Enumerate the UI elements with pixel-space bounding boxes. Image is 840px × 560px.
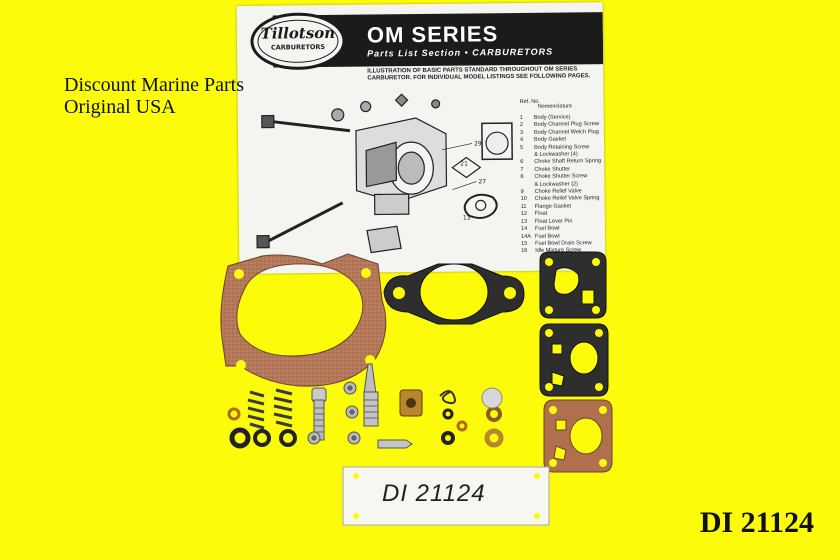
svg-text:13: 13	[463, 214, 471, 221]
product-code: DI 21124	[699, 506, 814, 539]
bowl-gasket	[220, 253, 387, 387]
svg-text:21: 21	[460, 161, 468, 168]
spring-right	[273, 388, 293, 428]
tillotson-logo: Tillotson CARBURETORS	[250, 12, 346, 70]
svg-text:29: 29	[474, 140, 482, 147]
needle-seat	[399, 389, 423, 417]
seller-name: Discount Marine Parts	[64, 74, 244, 96]
pump-gasket-top	[539, 251, 607, 319]
washers	[227, 406, 504, 449]
pump-gasket-middle	[539, 323, 609, 397]
exploded-view-drawing: 29 27 21 13	[256, 93, 513, 269]
flange-gasket	[383, 263, 525, 325]
wire-spring	[439, 390, 456, 405]
spring-left	[247, 390, 265, 430]
origin-note: Original USA	[64, 96, 176, 118]
svg-text:Tillotson: Tillotson	[261, 24, 336, 43]
inlet-needle	[377, 439, 413, 449]
idle-screw	[363, 363, 379, 427]
welch-plug	[481, 387, 503, 409]
pump-gasket-bottom	[543, 399, 613, 473]
svg-text:CARBURETORS: CARBURETORS	[271, 43, 326, 52]
tag-handwriting: DI 21124	[382, 480, 486, 507]
parts-list-sheet: Tillotson CARBURETORS OM SERIES Parts Li…	[236, 2, 606, 274]
small-screws	[307, 381, 361, 445]
kit-tag	[342, 466, 550, 526]
svg-text:27: 27	[478, 178, 486, 185]
